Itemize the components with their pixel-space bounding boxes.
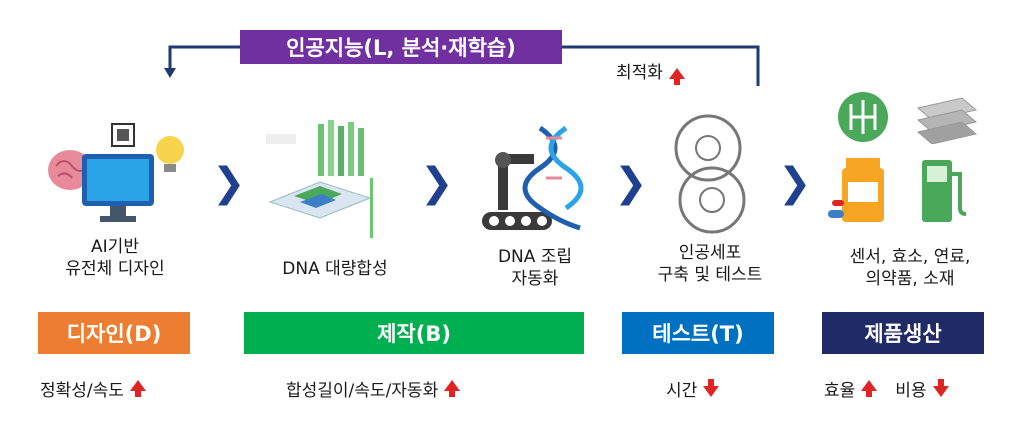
stage-design: 디자인(D)	[38, 312, 190, 354]
down-arrow-icon	[932, 379, 949, 397]
dna-assembly-label: DNA 조립 자동화	[460, 246, 610, 290]
fuel-pump-icon	[922, 160, 967, 222]
chevron-icon-4: ❯	[778, 160, 812, 206]
up-arrow-icon	[129, 380, 146, 397]
dna-synthesis-icon	[266, 120, 373, 238]
build-outcome-text: 합성길이/속도/자동화	[286, 381, 439, 401]
up-arrow-icon	[444, 380, 461, 397]
test-outcome: 시간	[666, 376, 720, 401]
chevron-icon-3: ❯	[614, 160, 648, 206]
chevron-icon-1: ❯	[212, 160, 246, 206]
optimization-note: 최적화	[616, 62, 685, 85]
dna-synthesis-label: DNA 대량합성	[282, 259, 388, 279]
cell-test-line-1: 인공세포	[678, 243, 742, 263]
circuit-icon	[838, 92, 888, 142]
ai-banner: 인공지능(L, 분석·재학습)	[240, 30, 562, 64]
cell-test-label: 인공세포 구축 및 테스트	[630, 242, 790, 286]
design-outcome: 정확성/속도	[40, 376, 146, 401]
artificial-cell-icon	[674, 114, 746, 234]
dna-assembly-line-2: 자동화	[511, 269, 559, 289]
chevron-icon-2: ❯	[420, 160, 454, 206]
produce-outcome: 효율 비용	[824, 376, 949, 401]
up-arrow-icon	[668, 67, 685, 85]
ai-design-line-1: AI기반	[91, 237, 139, 257]
medicine-icon	[828, 158, 884, 222]
dna-assembly-line-1: DNA 조립	[497, 247, 573, 267]
ai-design-label: AI기반 유전체 디자인	[30, 236, 200, 280]
design-outcome-text: 정확성/속도	[40, 381, 124, 401]
down-arrow-icon	[703, 379, 720, 397]
products-label: 센서, 효소, 연료, 의약품, 소재	[810, 246, 1010, 290]
material-sheets-icon	[916, 97, 978, 144]
cell-test-line-2: 구축 및 테스트	[657, 265, 763, 285]
cost-text: 비용	[895, 381, 927, 401]
products-line-1: 센서, 효소, 연료,	[849, 247, 971, 267]
dna-assembly-icon	[482, 125, 584, 231]
stage-produce: 제품생산	[822, 312, 984, 354]
ai-design-icon	[48, 123, 184, 222]
stage-build: 제작(B)	[244, 312, 584, 354]
stage-test: 테스트(T)	[622, 312, 774, 354]
build-outcome: 합성길이/속도/자동화	[286, 376, 461, 401]
test-outcome-text: 시간	[666, 381, 698, 401]
efficiency-text: 효율	[824, 381, 856, 401]
ai-design-line-2: 유전체 디자인	[65, 259, 165, 279]
optimization-label: 최적화	[616, 63, 663, 83]
up-arrow-icon	[861, 380, 878, 397]
products-line-2: 의약품, 소재	[865, 269, 955, 289]
